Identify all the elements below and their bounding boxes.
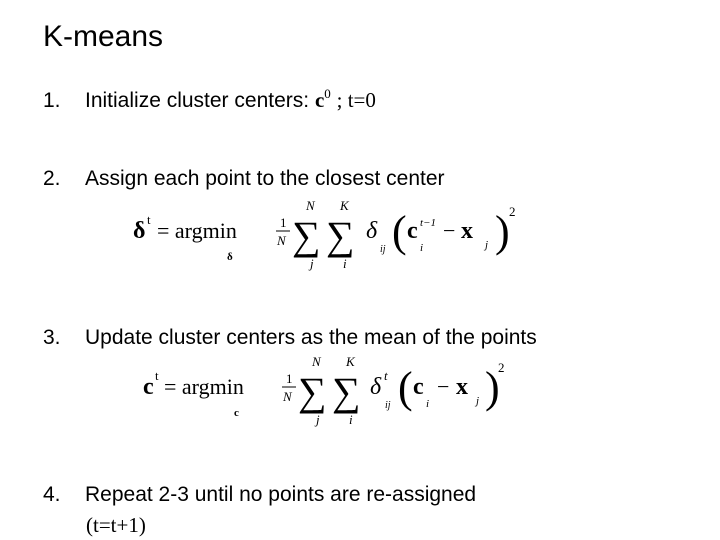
formula-x-sub: j (474, 395, 479, 407)
formula-sum1-lower: j (308, 256, 314, 271)
step-4-continuation: (t=t+1) (86, 513, 146, 537)
formula-paren-open: ( (392, 207, 407, 256)
formula-frac-den: N (282, 389, 293, 404)
step-number: 2. (43, 167, 61, 190)
formula-power: 2 (498, 360, 505, 375)
update-formula: c t = argmin c 1 N N ∑ j K ∑ i δ t ij ( … (140, 352, 520, 432)
assignment-formula: δ t = argmin δ 1 N N ∑ j K ∑ i δ ij ( c … (130, 196, 530, 276)
formula-c: c (407, 218, 418, 244)
formula-c-sub: i (426, 398, 429, 410)
formula-sum1-upper: N (305, 198, 316, 213)
formula-sum2-upper: K (339, 198, 350, 213)
formula-x: x (456, 374, 468, 400)
formula-paren-close: ) (485, 363, 500, 412)
formula-sum2-upper: K (345, 354, 356, 369)
step-3: 3. Update cluster centers as the mean of … (43, 323, 537, 353)
formula-delta: δ (366, 218, 378, 244)
sum-symbol-2: ∑ (332, 369, 361, 414)
formula-sum2-lower: i (343, 256, 347, 271)
step-number: 4. (43, 483, 61, 506)
formula-lhs-sup: t (147, 212, 151, 227)
sum-symbol-1: ∑ (298, 369, 327, 414)
step-1: 1. Initialize cluster centers: c0 ; t=0 (43, 85, 376, 116)
formula-delta: δ (370, 374, 382, 400)
formula-lhs-sup: t (155, 368, 159, 383)
formula-lhs: c (143, 374, 154, 400)
math-variable: c (314, 88, 325, 112)
formula-frac-num: 1 (280, 215, 287, 230)
step-text: Initialize cluster centers: (85, 89, 310, 112)
step-4: 4. Repeat 2-3 until no points are re-assi… (43, 480, 476, 510)
formula-argmin-sub: c (234, 407, 239, 419)
step-text: Repeat 2-3 until no points are re-assign… (85, 483, 477, 506)
formula-lhs: δ (133, 218, 145, 244)
formula-power: 2 (509, 204, 516, 219)
step-number: 1. (43, 89, 61, 112)
formula-argmin-sub: δ (227, 251, 233, 263)
step-text: Update cluster centers as the mean of th… (85, 326, 537, 349)
formula-argmin: = argmin (157, 218, 237, 243)
formula-c-sup: t−1 (420, 217, 436, 229)
math-iteration: ; t=0 (336, 88, 376, 112)
step-2: 2. Assign each point to the closest cente… (43, 164, 445, 194)
sum-symbol-1: ∑ (292, 213, 321, 258)
math-superscript: 0 (324, 86, 331, 101)
formula-c: c (413, 374, 424, 400)
sum-symbol-2: ∑ (326, 213, 355, 258)
formula-c-sub: i (420, 242, 423, 254)
formula-sum1-lower: j (314, 412, 320, 427)
formula-argmin: = argmin (164, 374, 244, 399)
formula-paren-open: ( (398, 363, 413, 412)
slide-title: K-means (43, 20, 164, 53)
step-text: Assign each point to the closest center (85, 167, 445, 190)
formula-x: x (461, 218, 473, 244)
formula-sum2-lower: i (349, 412, 353, 427)
formula-minus: − (443, 218, 455, 243)
formula-x-sub: j (483, 239, 488, 251)
formula-delta-sub: ij (380, 244, 386, 255)
formula-frac-den: N (276, 233, 287, 248)
formula-minus: − (437, 374, 449, 399)
formula-delta-sub: ij (385, 400, 391, 411)
step-number: 3. (43, 326, 61, 349)
formula-frac-num: 1 (286, 371, 293, 386)
formula-delta-sup: t (384, 368, 388, 383)
formula-paren-close: ) (495, 207, 510, 256)
formula-sum1-upper: N (311, 354, 322, 369)
